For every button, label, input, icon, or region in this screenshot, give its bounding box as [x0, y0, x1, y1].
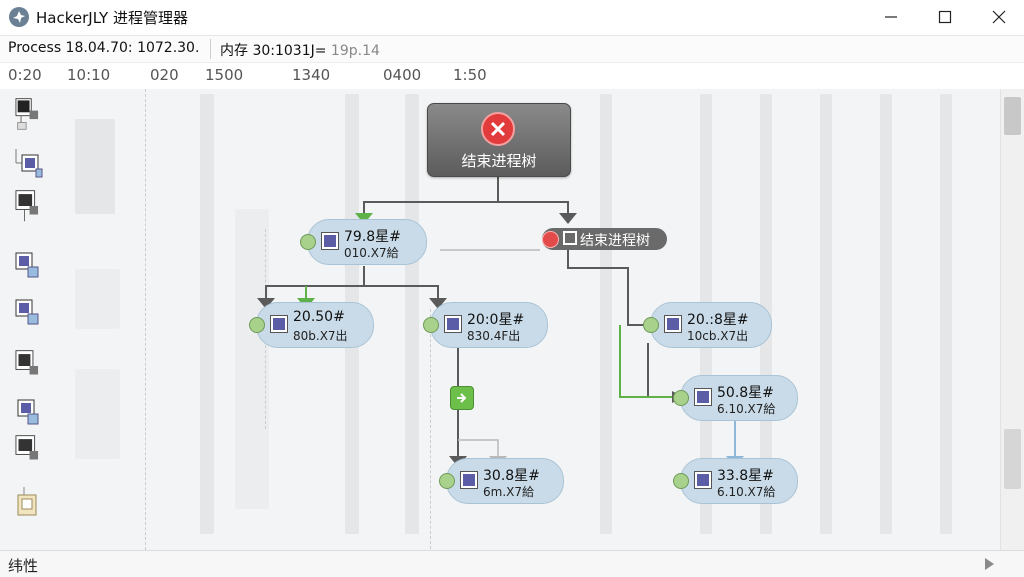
kill-process-tree-button[interactable]: 结束进程树: [427, 103, 571, 177]
minimize-button[interactable]: [868, 0, 914, 34]
app-icon: [9, 7, 29, 27]
process-line-1: 50.8星#: [717, 385, 774, 401]
status-dot-icon: [439, 473, 455, 489]
run-action-button[interactable]: [450, 386, 474, 410]
timeline-tick: 10:10: [67, 66, 111, 84]
bg-gridline: [430, 309, 431, 549]
bottom-status-bar: 纬性: [0, 550, 1024, 577]
process-node[interactable]: 33.8星# 6.10.X7給: [673, 458, 798, 504]
kill-tree-tag-label: 结束进程树: [580, 233, 650, 249]
memory-extra: 19p.14: [326, 43, 380, 59]
process-line-1: 30.8星#: [483, 468, 540, 484]
status-dot-icon: [673, 390, 689, 406]
maximize-icon: [938, 10, 952, 24]
handle-icon[interactable]: [10, 394, 44, 428]
scrollbar-thumb[interactable]: [1004, 97, 1021, 135]
timeline-tick: 0:20: [8, 66, 42, 84]
process-line-2: 010.X7給: [344, 246, 399, 260]
status-dot-icon: [300, 234, 316, 250]
process-line-2: 6m.X7給: [483, 485, 534, 499]
status-dot-icon: [643, 317, 659, 333]
bg-block: [75, 269, 120, 329]
process-line-2: 6.10.X7給: [717, 402, 776, 416]
maximize-button[interactable]: [922, 0, 968, 34]
process-icon: [460, 471, 478, 489]
timeline-tick: 1340: [292, 66, 331, 84]
bg-column: [405, 94, 419, 534]
minimize-icon: [885, 16, 897, 18]
scroll-right-icon[interactable]: [985, 558, 994, 570]
process-icon: [270, 315, 288, 333]
bg-block: [75, 369, 120, 459]
child-process-icon[interactable]: [10, 147, 44, 181]
network-icon[interactable]: [10, 434, 44, 468]
status-dot-icon: [673, 473, 689, 489]
memory-label: 内存 30:1031J= 19p.14: [220, 40, 380, 60]
checkbox-icon: [563, 231, 577, 245]
timeline-tick: 020: [150, 66, 179, 84]
process-line-1: 79.8星#: [344, 229, 401, 245]
status-dot-icon: [249, 317, 265, 333]
close-button[interactable]: [976, 0, 1022, 34]
process-tree-icon[interactable]: [10, 97, 44, 131]
status-row: Process 18.04.70: 1072.30. 内存 30:1031J= …: [0, 35, 1024, 63]
process-line-2: 830.4F出: [467, 329, 521, 343]
process-icon: [694, 388, 712, 406]
bg-column: [600, 94, 612, 534]
kill-process-tree-tag[interactable]: 结束进程树: [542, 228, 667, 250]
left-toolbar: [0, 89, 60, 550]
run-icon: [457, 393, 467, 403]
bg-column: [820, 94, 832, 534]
process-line-2: 6.10.X7給: [717, 485, 776, 499]
process-line-2: 10cb.X7出: [687, 329, 749, 343]
timeline-tick: 1:50: [453, 66, 487, 84]
process-line-1: 20.50#: [293, 309, 345, 325]
bg-column: [200, 94, 214, 534]
process-node[interactable]: 20.:8星# 10cb.X7出: [643, 302, 772, 348]
timeline-tick: 1500: [205, 66, 244, 84]
process-node[interactable]: 50.8星# 6.10.X7給: [673, 375, 798, 421]
timeline-ruler: 0:20 10:10 020 1500 1340 0400 1:50: [0, 61, 1000, 89]
process-count-label: Process 18.04.70: 1072.30.: [8, 40, 200, 56]
process-node[interactable]: 20:0星# 830.4F出: [423, 302, 548, 348]
process-line-1: 33.8星#: [717, 468, 774, 484]
bottom-status-text: 纬性: [8, 557, 39, 575]
process-icon: [664, 315, 682, 333]
bg-gridline: [145, 89, 146, 550]
bg-column: [235, 209, 269, 509]
vertical-scrollbar[interactable]: [1000, 89, 1024, 550]
process-line-2: 80b.X7出: [293, 329, 348, 343]
process-icon: [321, 232, 339, 250]
file-icon[interactable]: [10, 487, 44, 521]
title-bar: HackerJLY 进程管理器: [0, 0, 1024, 34]
service-icon[interactable]: [10, 349, 44, 383]
close-icon: [992, 10, 1006, 24]
status-divider: [210, 39, 211, 59]
module-icon[interactable]: [10, 294, 44, 328]
process-node[interactable]: 30.8星# 6m.X7給: [439, 458, 564, 504]
thread-icon[interactable]: [10, 249, 44, 283]
bg-column: [880, 94, 892, 534]
bg-column: [940, 94, 952, 534]
process-icon: [694, 471, 712, 489]
process-line-1: 20.:8星#: [687, 312, 749, 328]
process-icon: [444, 315, 462, 333]
process-node[interactable]: 79.8星# 010.X7給: [300, 219, 427, 265]
x-circle-icon: [481, 112, 515, 146]
memory-value: 内存 30:1031J=: [220, 43, 327, 59]
scrollbar-track-marker: [1004, 429, 1021, 489]
timeline-tick: 0400: [383, 66, 422, 84]
status-dot-icon: [423, 317, 439, 333]
window-process-icon[interactable]: [10, 189, 44, 223]
kill-process-tree-label: 结束进程树: [461, 152, 537, 170]
bg-block: [75, 119, 115, 214]
process-line-1: 20:0星#: [467, 312, 525, 328]
stop-dot-icon: [542, 231, 559, 248]
window-title: HackerJLY 进程管理器: [36, 9, 188, 27]
process-node[interactable]: 20.50# 80b.X7出: [249, 302, 374, 348]
